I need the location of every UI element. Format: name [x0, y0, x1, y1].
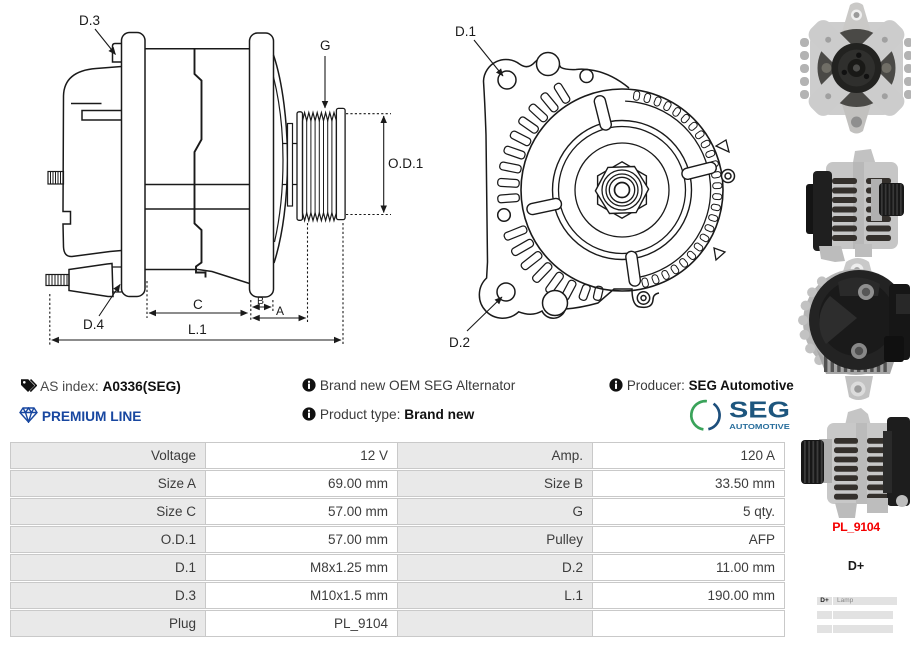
- svg-text:D.3: D.3: [79, 13, 100, 28]
- svg-text:O.D.1: O.D.1: [388, 156, 423, 171]
- svg-text:L.1: L.1: [188, 322, 207, 337]
- svg-text:AUTOMOTIVE: AUTOMOTIVE: [729, 422, 790, 431]
- svg-text:SEG: SEG: [729, 397, 790, 423]
- svg-text:B: B: [257, 295, 264, 307]
- svg-text:C: C: [193, 297, 203, 312]
- svg-text:A: A: [276, 304, 284, 318]
- svg-text:G: G: [320, 38, 331, 53]
- svg-text:D.4: D.4: [83, 317, 105, 332]
- svg-text:D.2: D.2: [449, 335, 470, 350]
- svg-text:D.1: D.1: [455, 24, 476, 39]
